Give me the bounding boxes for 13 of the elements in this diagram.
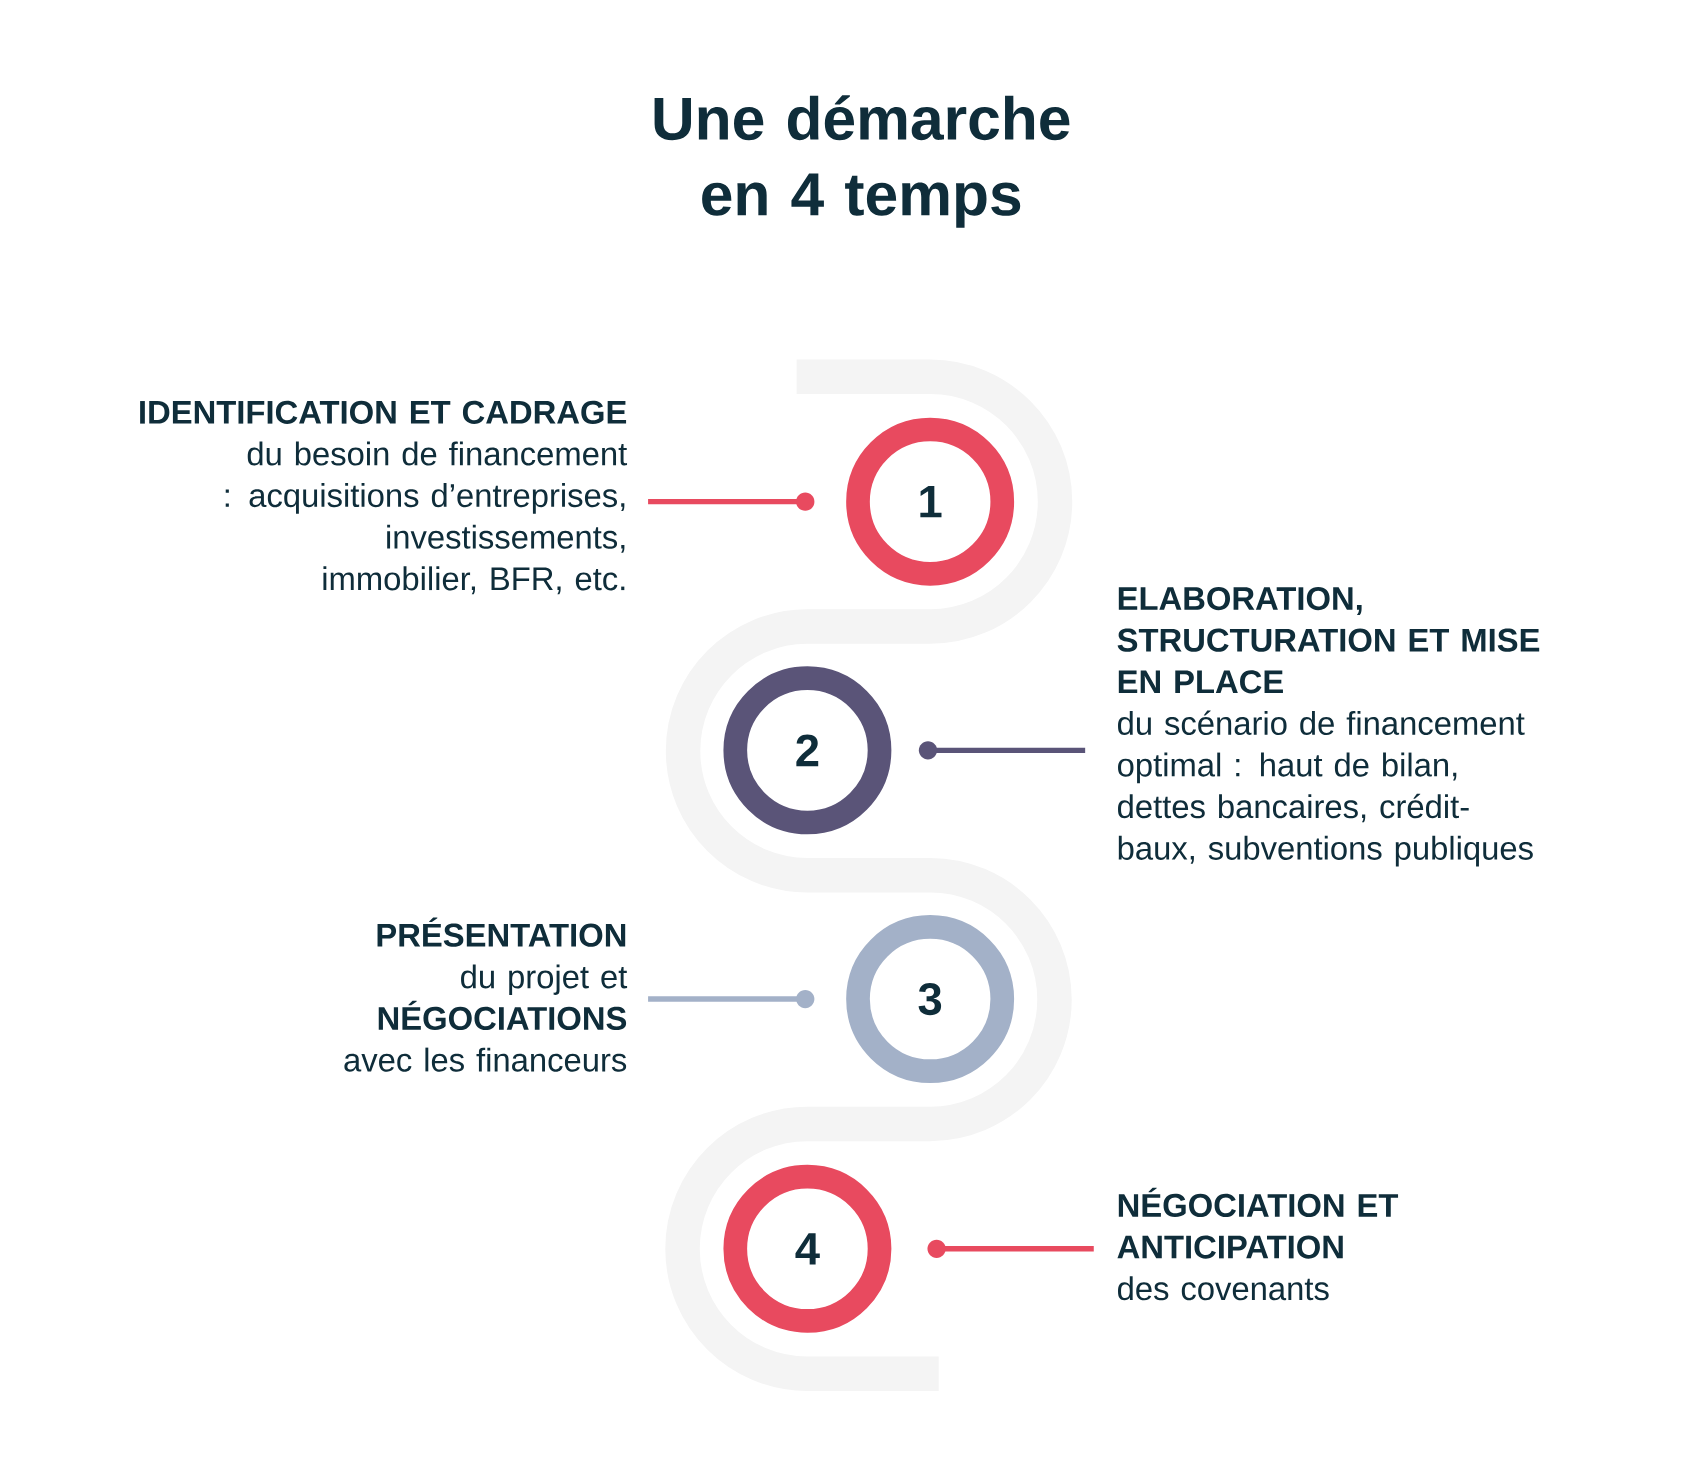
step-text: ELABORATION, STRUCTURATION ET MISE EN PLACE du scénario de financement optimal : haut de bilan, dettes bancaires, crédit-baux, subventions publiques xyxy=(1117,587,1540,867)
leader-line xyxy=(648,492,815,511)
numbered-ring: 1 xyxy=(846,417,1015,586)
step-text: NÉGOCIATION ET ANTICIPATION des covenants xyxy=(1117,1187,1399,1301)
leader-line xyxy=(918,741,1086,760)
title: Une démarche en 4 temps xyxy=(654,95,1070,228)
numbered-ring: 2 xyxy=(723,666,892,835)
numbered-ring: 4 xyxy=(723,1164,892,1333)
step-text: PRÉSENTATION du projet et NÉGOCIATIONS avec les financeurs xyxy=(344,917,628,1072)
leader-line xyxy=(927,1239,1094,1259)
step-text: IDENTIFICATION ET CADRAGE du besoin de financement : acquisitions d’entreprises, investissements, immobilier, BFR, etc. xyxy=(140,400,628,595)
numbered-ring: 3 xyxy=(846,915,1015,1084)
leader-line xyxy=(648,990,815,1009)
